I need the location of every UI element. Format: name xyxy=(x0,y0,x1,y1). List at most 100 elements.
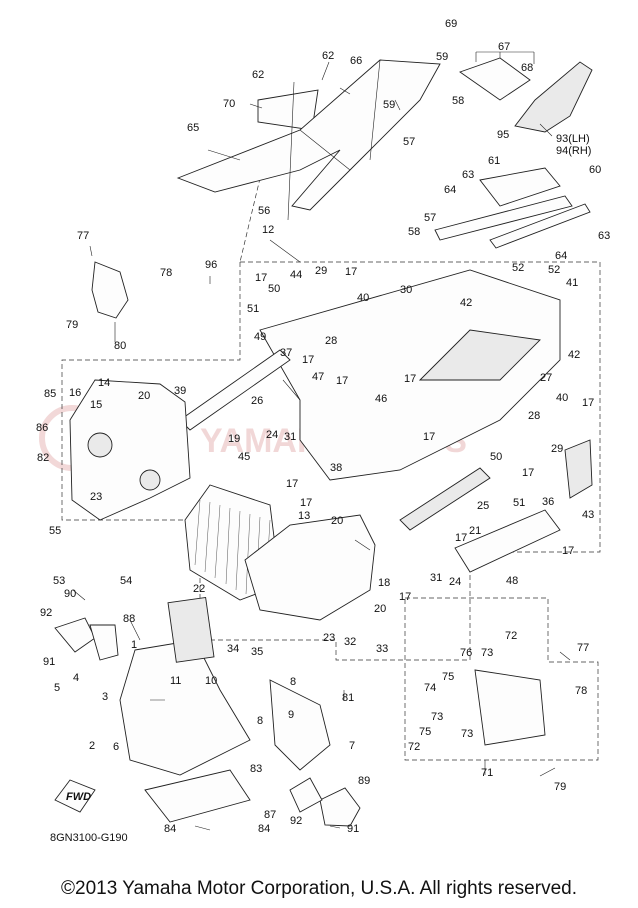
part-steering-bracket-7 xyxy=(269,679,331,771)
callout-94-rh: 94(RH) xyxy=(556,145,591,157)
part-bracket-80 xyxy=(91,261,129,319)
callout-17-h: 17 xyxy=(522,467,534,479)
callout-24-a: 24 xyxy=(266,429,278,441)
callout-39: 39 xyxy=(174,385,186,397)
callout-77-b: 77 xyxy=(577,642,589,654)
leader-lines xyxy=(72,51,571,831)
callout-51-b: 51 xyxy=(513,497,525,509)
callout-25: 25 xyxy=(477,500,489,512)
callout-8-b: 8 xyxy=(257,715,263,727)
part-bracket-67 xyxy=(459,57,531,101)
callout-17-m: 17 xyxy=(399,591,411,603)
callout-56: 56 xyxy=(258,205,270,217)
group-boundaries xyxy=(61,169,601,761)
callout-17-l: 17 xyxy=(562,545,574,557)
callout-17-d: 17 xyxy=(336,375,348,387)
callout-92-b: 92 xyxy=(290,815,302,827)
callout-60: 60 xyxy=(589,164,601,176)
callout-76: 76 xyxy=(460,647,472,659)
callout-61: 61 xyxy=(488,155,500,167)
part-bracket-71 xyxy=(474,669,546,746)
callout-5: 5 xyxy=(54,682,60,694)
part-bracket-60 xyxy=(479,167,561,207)
callout-36: 36 xyxy=(542,496,554,508)
callout-73-c: 73 xyxy=(461,728,473,740)
callout-58-b: 58 xyxy=(408,226,420,238)
callout-3: 3 xyxy=(102,691,108,703)
callout-42-a: 42 xyxy=(460,297,472,309)
part-bracket-90-88 xyxy=(54,617,119,661)
callout-50-b: 50 xyxy=(490,451,502,463)
callout-77-a: 77 xyxy=(77,230,89,242)
callout-63-a: 63 xyxy=(462,169,474,181)
callout-84-b: 84 xyxy=(258,823,270,835)
callout-57-a: 57 xyxy=(403,136,415,148)
callout-65: 65 xyxy=(187,122,199,134)
callout-89: 89 xyxy=(358,775,370,787)
callout-48: 48 xyxy=(506,575,518,587)
callout-43: 43 xyxy=(582,509,594,521)
callout-83: 83 xyxy=(250,763,262,775)
callout-55: 55 xyxy=(49,525,61,537)
callout-88: 88 xyxy=(123,613,135,625)
callout-20-a: 20 xyxy=(138,390,150,402)
callout-16: 16 xyxy=(69,387,81,399)
callout-74: 74 xyxy=(424,682,436,694)
callout-33: 33 xyxy=(376,643,388,655)
callout-17-g: 17 xyxy=(423,431,435,443)
callout-9: 9 xyxy=(288,709,294,721)
part-rail-63 xyxy=(434,195,591,249)
callout-17-i: 17 xyxy=(286,478,298,490)
callout-17-e: 17 xyxy=(404,373,416,385)
callout-49: 49 xyxy=(254,331,266,343)
callout-68: 68 xyxy=(521,62,533,74)
part-heat-exchanger-25 xyxy=(399,439,593,531)
callout-67: 67 xyxy=(498,41,510,53)
callout-38: 38 xyxy=(330,462,342,474)
part-side-cover-93-94 xyxy=(514,61,593,133)
callout-59-a: 59 xyxy=(436,51,448,63)
callout-62-a: 62 xyxy=(322,50,334,62)
callout-62-b: 62 xyxy=(252,69,264,81)
callout-23-a: 23 xyxy=(90,491,102,503)
callout-1: 1 xyxy=(131,639,137,651)
callouts: 69 67 68 62 62 66 59 70 59 58 65 57 95 9… xyxy=(36,18,610,835)
callout-4: 4 xyxy=(73,672,79,684)
callout-11: 11 xyxy=(170,675,181,687)
part-cover-89 xyxy=(289,777,361,827)
callout-70: 70 xyxy=(223,98,235,110)
callout-91-a: 91 xyxy=(43,656,55,668)
callout-27: 27 xyxy=(540,372,552,384)
callout-37: 37 xyxy=(280,347,292,359)
callout-35: 35 xyxy=(251,646,263,658)
callout-73-b: 73 xyxy=(431,711,443,723)
callout-13: 13 xyxy=(298,510,310,522)
callout-19: 19 xyxy=(228,433,240,445)
fwd-arrow-icon: FWD xyxy=(54,779,96,813)
callout-93-lh: 93(LH) xyxy=(556,133,590,145)
callout-29-b: 29 xyxy=(551,443,563,455)
callout-96: 96 xyxy=(205,259,217,271)
callout-15: 15 xyxy=(90,399,102,411)
callout-7: 7 xyxy=(349,740,355,752)
callout-73-a: 73 xyxy=(481,647,493,659)
callout-29-a: 29 xyxy=(315,265,327,277)
callout-64-b: 64 xyxy=(555,250,567,262)
callout-92-a: 92 xyxy=(40,607,52,619)
callout-17-f: 17 xyxy=(582,397,594,409)
part-footrest-48 xyxy=(454,509,561,573)
callout-34: 34 xyxy=(227,643,239,655)
callout-52-b: 52 xyxy=(548,264,560,276)
diagram-code: 8GN3100-G190 xyxy=(50,832,128,844)
callout-82: 82 xyxy=(37,452,49,464)
part-rear-frame-56 xyxy=(176,59,441,211)
fwd-label: FWD xyxy=(66,791,91,803)
part-skid-plate-83 xyxy=(144,769,251,823)
callout-20-b: 20 xyxy=(331,515,343,527)
callout-17-b: 17 xyxy=(345,266,357,278)
callout-31-a: 31 xyxy=(284,431,296,443)
callout-17-c: 17 xyxy=(302,354,314,366)
callout-6: 6 xyxy=(113,741,119,753)
callout-23-b: 23 xyxy=(323,632,335,644)
